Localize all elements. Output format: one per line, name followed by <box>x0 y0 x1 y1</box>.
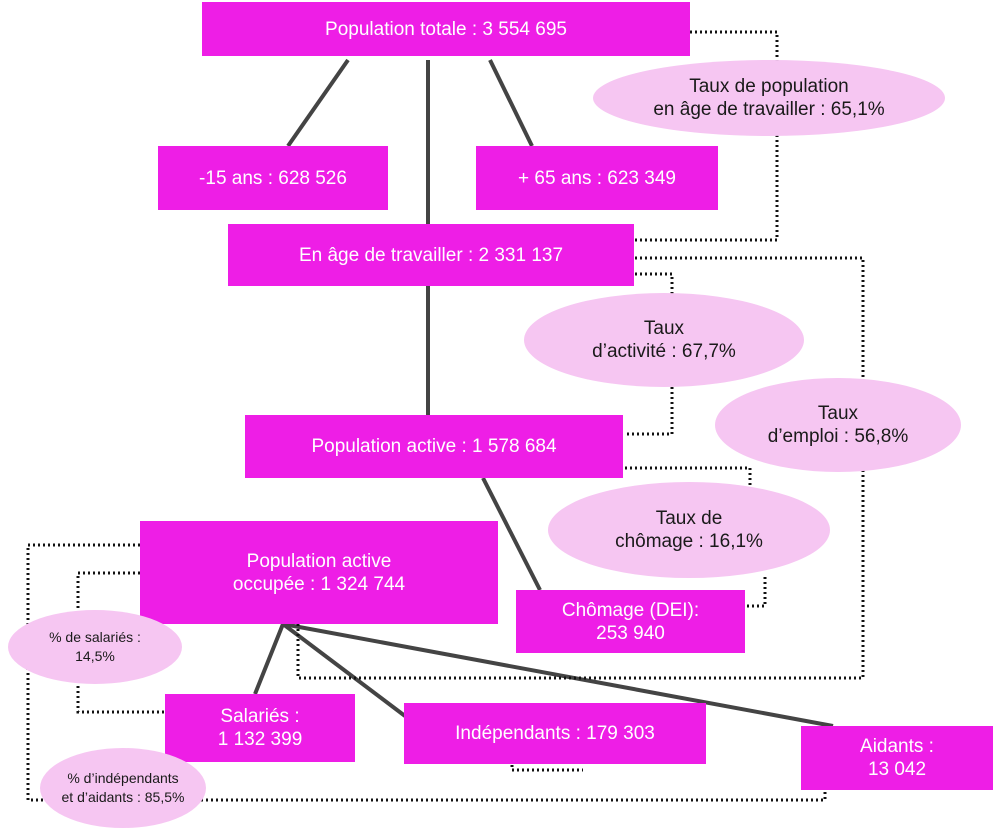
connector-total-to-under15 <box>286 58 350 148</box>
dotted-independent-share <box>26 543 827 802</box>
dotted-population-rate <box>635 30 779 242</box>
box-salaries: Salariés : 1 132 399 <box>165 694 355 762</box>
box-population-totale: Population totale : 3 554 695 <box>202 2 690 56</box>
box-aidants: Aidants : 13 042 <box>801 726 993 790</box>
ellipse-taux-population-age-line-2: en âge de travailler : 65,1% <box>653 99 885 120</box>
connector-employed-to-employees <box>253 623 285 695</box>
ellipse-pct-salaries-line-2: 14,5% <box>75 648 115 664</box>
ellipse-taux-population-age: Taux de population en âge de travailler … <box>593 60 945 136</box>
dotted-independent-helper-link <box>510 745 583 772</box>
ellipse-taux-emploi-line-2: d’emploi : 56,8% <box>767 426 909 447</box>
ellipse-pct-independants-line-1: % d’indépendants <box>67 770 179 786</box>
box-population-totale-line-1: Population totale : 3 554 695 <box>325 18 567 40</box>
box-population-active-occupee-line-1: Population active <box>246 550 392 572</box>
box-plus-65-ans-line-1: + 65 ans : 623 349 <box>518 167 676 189</box>
box-age-travailler-line-1: En âge de travailler : 2 331 137 <box>298 244 564 266</box>
ellipse-pct-salaries-line-1: % de salariés : <box>49 629 141 645</box>
box-aidants-line-1: Aidants : <box>860 736 934 757</box>
connector-total-to-over65 <box>488 59 534 147</box>
box-age-travailler: En âge de travailler : 2 331 137 <box>228 224 634 286</box>
box-independants: Indépendants : 179 303 <box>404 703 706 764</box>
dotted-employment-rate <box>296 256 865 680</box>
box-independants-line-1: Indépendants : 179 303 <box>455 723 655 744</box>
ellipse-pct-independants-line-2: et d’aidants : 85,5% <box>61 789 185 805</box>
box-population-active-line-1: Population active : 1 578 684 <box>311 436 557 457</box>
ellipse-taux-emploi: Taux d’emploi : 56,8% <box>715 378 961 472</box>
box-moins-15-ans-line-1: -15 ans : 628 526 <box>199 167 347 189</box>
box-chomage-line-2: 253 940 <box>596 622 665 644</box>
ellipse-taux-activite-line-2: d’activité : 67,7% <box>592 341 736 362</box>
box-moins-15-ans: -15 ans : 628 526 <box>158 146 388 210</box>
box-salaries-line-1: Salariés : <box>220 706 300 727</box>
ellipse-taux-activite-line-1: Taux <box>643 318 685 339</box>
ellipse-taux-emploi-line-1: Taux <box>817 403 859 424</box>
ellipse-pct-independants: % d’indépendants et d’aidants : 85,5% <box>40 748 206 828</box>
ellipse-pct-salaries: % de salariés : 14,5% <box>8 610 182 684</box>
box-chomage: Chômage (DEI): 253 940 <box>516 590 745 653</box>
ellipse-taux-chomage-line-2: chômage : 16,1% <box>615 531 763 552</box>
dotted-unemployment-rate-2 <box>745 577 767 608</box>
solid-connectors <box>253 58 834 728</box>
box-chomage-line-1: Chômage (DEI): <box>561 599 700 621</box>
connector-active-to-unemployment <box>481 477 542 591</box>
box-aidants-line-2: 13 042 <box>867 759 927 780</box>
ellipse-taux-activite: Taux d’activité : 67,7% <box>524 293 804 387</box>
ellipse-taux-chomage: Taux de chômage : 16,1% <box>548 482 830 578</box>
box-population-active-occupee: Population active occupée : 1 324 744 <box>140 521 498 624</box>
box-plus-65-ans: + 65 ans : 623 349 <box>476 146 718 210</box>
connector-employed-to-independents <box>281 622 407 718</box>
box-salaries-line-2: 1 132 399 <box>217 729 303 750</box>
connector-employed-to-helpers <box>282 622 834 728</box>
box-population-active-occupee-line-2: occupée : 1 324 744 <box>232 573 406 595</box>
ellipse-taux-chomage-line-1: Taux de <box>655 508 723 529</box>
box-population-active: Population active : 1 578 684 <box>245 415 623 478</box>
ellipse-taux-population-age-line-1: Taux de population <box>689 76 849 97</box>
